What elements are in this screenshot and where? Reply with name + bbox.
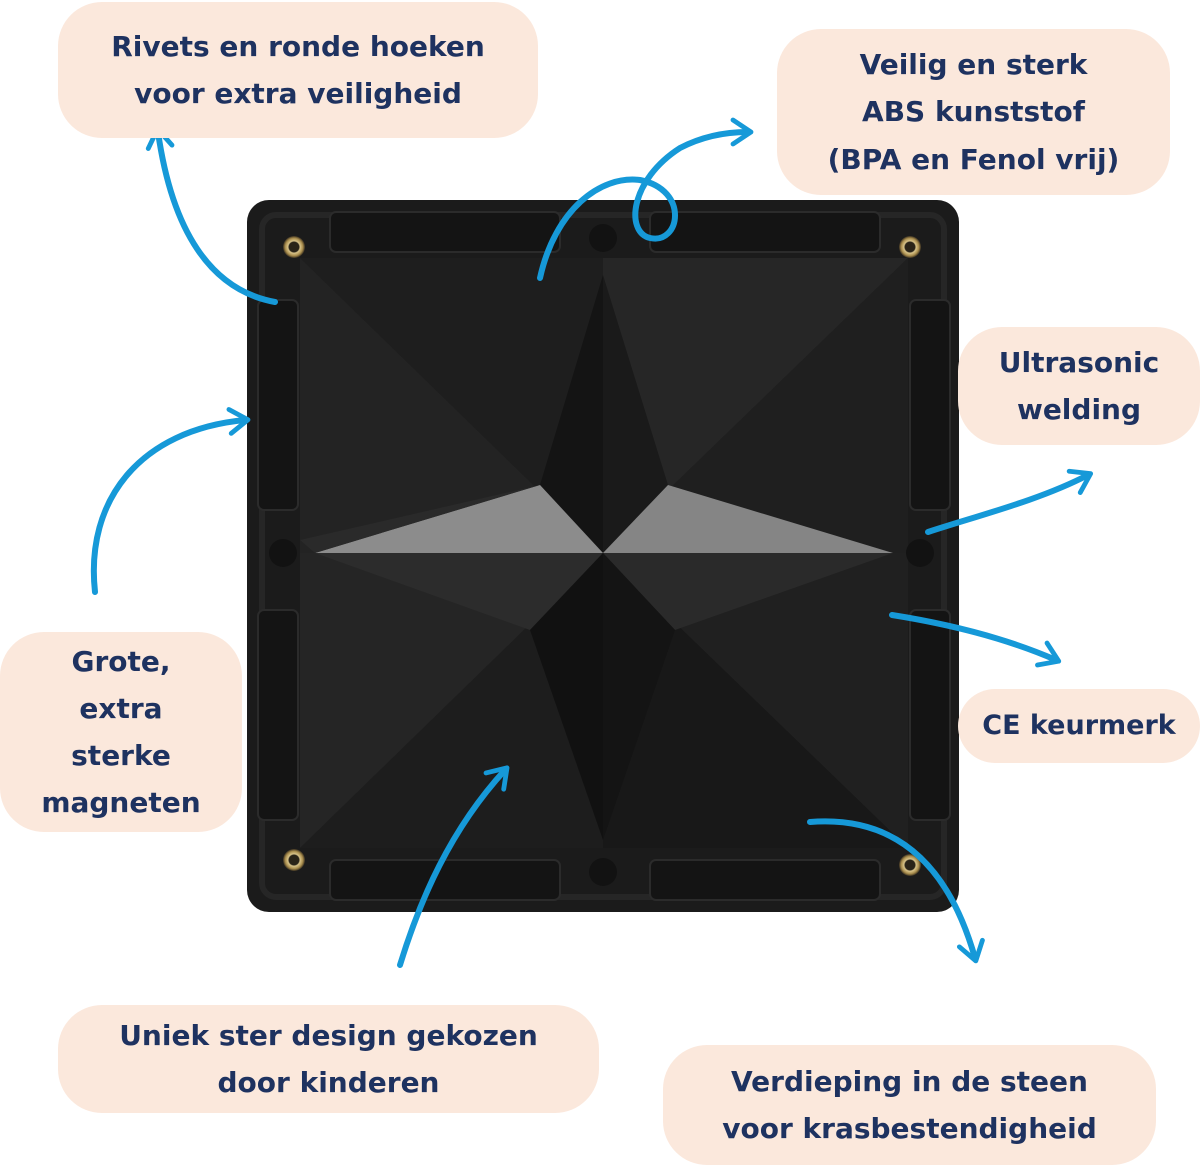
magnet-slot-icon	[329, 211, 561, 253]
callout-line: Veilig en sterk	[859, 48, 1088, 82]
callout-star-design: Uniek ster design gekozen door kinderen	[58, 1005, 599, 1113]
arrow-icon	[537, 117, 754, 281]
callout-scratch-resistance: Verdieping in de steen voor krasbestendi…	[663, 1045, 1156, 1165]
arrow-icon	[925, 468, 1094, 535]
callout-line: voor extra veiligheid	[134, 77, 462, 110]
arrow-icon	[90, 407, 251, 595]
callout-line: Verdieping in de steen	[731, 1064, 1088, 1098]
magnet-slot-icon	[909, 299, 951, 511]
callout-line: Rivets en ronde hoeken	[111, 29, 485, 63]
rivet-icon	[899, 854, 921, 876]
arrow-icon	[145, 126, 278, 305]
callout-line: ABS kunststof	[862, 95, 1085, 129]
callout-line: (BPA en Fenol vrij)	[827, 142, 1120, 176]
callout-line: CE keurmerk	[982, 710, 1176, 742]
star-design	[300, 258, 908, 848]
callout-line: Grote,	[71, 644, 171, 678]
magnet-tile	[247, 200, 959, 912]
arrow-icon	[889, 612, 1062, 668]
magnet-slot-icon	[257, 609, 299, 821]
callout-line: sterke	[71, 739, 171, 772]
callout-line: Uniek ster design gekozen	[119, 1018, 538, 1052]
arrow-icon	[807, 818, 985, 964]
callout-ultrasonic-welding: Ultrasonic welding	[958, 327, 1200, 445]
magnet-slot-icon	[909, 609, 951, 821]
rivet-icon	[283, 849, 305, 871]
callout-line: voor krasbestendigheid	[722, 1112, 1097, 1145]
rivet-icon	[283, 236, 305, 258]
magnet-slot-icon	[649, 859, 881, 901]
rivet-icon	[899, 236, 921, 258]
callout-rivets: Rivets en ronde hoeken voor extra veilig…	[58, 2, 538, 138]
magnet-slot-icon	[649, 211, 881, 253]
callout-line: door kinderen	[217, 1066, 440, 1099]
arrow-icon	[397, 765, 510, 968]
callout-ce-mark: CE keurmerk	[958, 689, 1200, 763]
callout-abs-plastic: Veilig en sterk ABS kunststof (BPA en Fe…	[777, 29, 1170, 195]
callout-line: magneten	[41, 786, 201, 820]
tile-rim	[259, 212, 947, 900]
magnet-slot-icon	[329, 859, 561, 901]
callout-magnets: Grote, extra sterke magneten	[0, 632, 242, 832]
callout-line: Ultrasonic	[998, 345, 1160, 379]
callout-line: extra	[79, 691, 163, 725]
callout-line: welding	[1016, 393, 1142, 426]
magnet-slot-icon	[257, 299, 299, 511]
